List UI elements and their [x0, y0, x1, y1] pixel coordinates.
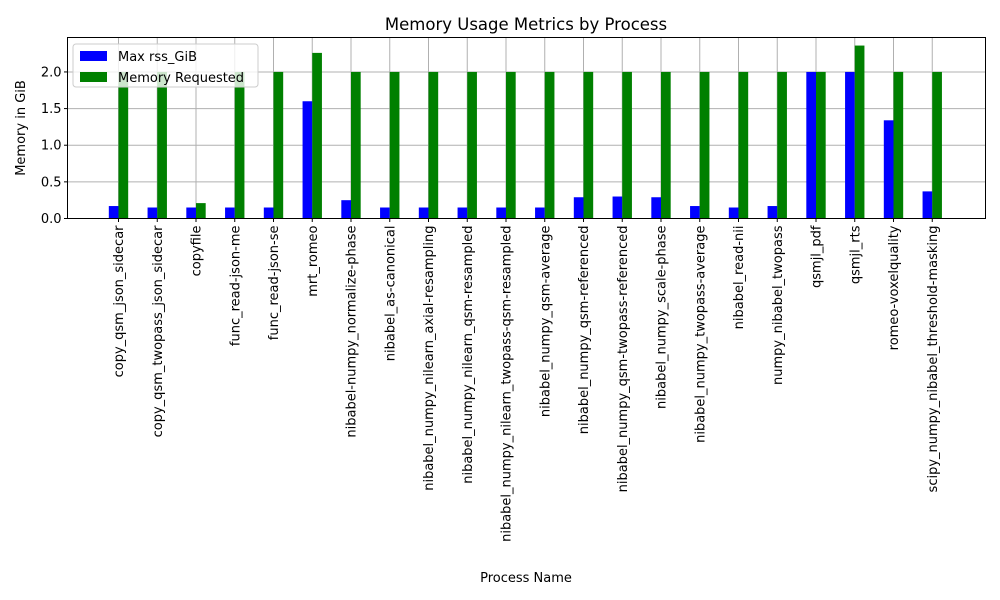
bar-memory-requested [234, 71, 245, 219]
x-tick-label: nibabel_numpy_scale-phase [655, 226, 670, 409]
x-tick-label: mrt_romeo [306, 225, 321, 296]
bar-max-rss [496, 207, 506, 219]
bar-memory-requested [816, 71, 826, 219]
x-tick-label: romeo-voxelquality [887, 225, 902, 350]
legend: Max rss_GiB Memory Requested [72, 43, 259, 88]
x-tick-label: nibabel_numpy_twopass-average [693, 226, 708, 443]
bar-memory-requested [854, 45, 865, 219]
bar-max-rss [690, 206, 700, 219]
x-axis-label: Process Name [480, 571, 572, 586]
bar-max-rss [922, 191, 933, 219]
bar-max-rss [845, 71, 855, 219]
x-tick-label: nibabel_as-canonical [383, 226, 398, 362]
bar-memory-requested [544, 71, 555, 219]
bar-memory-requested [661, 71, 671, 219]
x-tick-label: nibabel_read-nii [732, 226, 747, 330]
y-tick-label: 1.0 [41, 139, 62, 154]
legend-swatch-memory-requested [80, 72, 107, 82]
legend-frame [72, 43, 259, 88]
x-tick-label: copy_qsm_twopass_json_sidecar [151, 225, 166, 438]
y-tick-label: 2.0 [41, 65, 62, 80]
legend-swatch-max-rss [80, 51, 107, 61]
bar-memory-requested [893, 71, 904, 219]
bar-memory-requested [118, 71, 129, 219]
x-tick-label: nibabel-numpy_normalize-phase [345, 226, 360, 438]
bar-memory-requested [351, 71, 361, 219]
bar-max-rss [573, 197, 584, 219]
bar-max-rss [418, 207, 429, 219]
y-axis-label: Memory in GiB [14, 80, 29, 176]
y-tick-label: 0.0 [41, 212, 62, 227]
x-tick-label: nibabel_numpy_nilearn_twopass-qsm-resamp… [500, 226, 515, 542]
x-tick-label: nibabel_numpy_qsm-twopass-referenced [616, 226, 631, 493]
bar-max-rss [147, 207, 158, 219]
y-tick-label: 0.5 [41, 175, 62, 190]
bar-max-rss [457, 207, 468, 219]
bar-max-rss [728, 207, 739, 219]
plot-frame [67, 37, 986, 219]
bar-memory-requested [622, 71, 632, 219]
bar-max-rss [767, 206, 778, 219]
x-tick-label: copyfile [190, 226, 205, 277]
x-tick-label: qsmjl_pdf [810, 225, 825, 288]
bar-max-rss [341, 200, 351, 219]
bar-memory-requested [196, 203, 206, 219]
bar-memory-requested [583, 71, 594, 219]
bar-memory-requested [738, 71, 749, 219]
bar-max-rss [108, 206, 119, 219]
bar-max-rss [186, 207, 196, 219]
bar-memory-requested [428, 71, 439, 219]
legend-label-memory-requested: Memory Requested [118, 71, 244, 86]
bar-max-rss [380, 207, 390, 219]
chart-title: Memory Usage Metrics by Process [385, 15, 667, 34]
bar-max-rss [263, 207, 274, 219]
x-tick-label: numpy_nibabel_twopass [771, 225, 786, 385]
x-tick-label: func_read-json-me [228, 226, 243, 347]
bar-memory-requested [932, 71, 942, 219]
x-tick-label: nibabel_numpy_nilearn_axial-resampling [422, 226, 437, 491]
bar-memory-requested [312, 52, 322, 219]
bar-memory-requested [273, 71, 284, 219]
bar-max-rss [651, 197, 661, 219]
bar-memory-requested [506, 71, 516, 219]
x-tick-label: nibabel_numpy_nilearn_qsm-resampled [461, 226, 476, 484]
bar-memory-requested [389, 71, 400, 219]
bar-memory-requested [777, 71, 787, 219]
bar-max-rss [806, 71, 816, 219]
x-tick-label: nibabel_numpy_qsm-average [538, 226, 553, 418]
bar-memory-requested [157, 71, 167, 219]
x-tick-label: scipy_numpy_nibabel_threshold-masking [926, 226, 941, 493]
legend-label-max-rss: Max rss_GiB [118, 50, 197, 65]
x-tick-label: nibabel_numpy_qsm-referenced [577, 226, 592, 435]
bar-max-rss [302, 101, 313, 219]
bar-memory-requested [699, 71, 710, 219]
bar-max-rss [535, 207, 545, 219]
bar-max-rss [225, 207, 235, 219]
x-tick-label: qsmjl_rts [848, 225, 863, 284]
bar-max-rss [612, 196, 623, 219]
y-tick-label: 1.5 [41, 102, 62, 117]
x-tick-label: func_read-json-se [267, 226, 282, 341]
bar-memory-requested [467, 71, 477, 219]
x-tick-label: copy_qsm_json_sidecar [112, 225, 127, 378]
bar-max-rss [883, 120, 894, 219]
